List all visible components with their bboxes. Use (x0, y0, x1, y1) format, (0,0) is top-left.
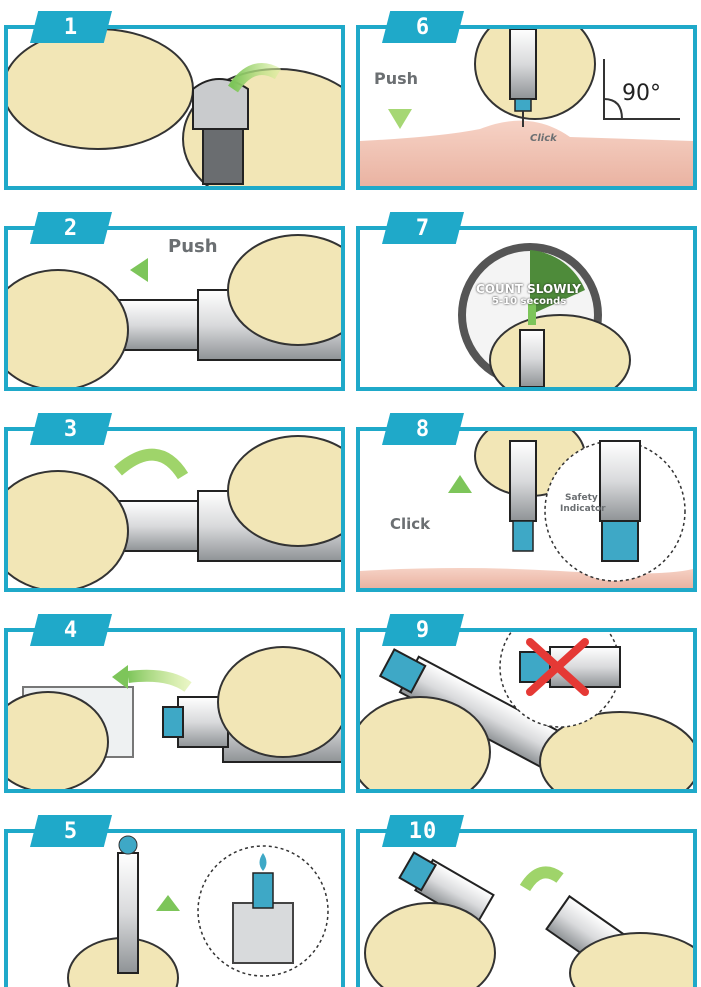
step-panel-3: 3 (4, 413, 345, 592)
step-number-badge: 8 (382, 413, 464, 445)
step-panel-9: 9 (356, 614, 697, 793)
step-number-badge: 6 (382, 11, 464, 43)
step-number-badge: 1 (30, 11, 112, 43)
timer-line-1: COUNT SLOWLY (476, 282, 581, 296)
step-number-badge: 5 (30, 815, 112, 847)
step-panel-10: 10 (356, 815, 697, 987)
angle-label: 90° (622, 81, 661, 106)
push-label: Push (168, 236, 218, 257)
step-panel-7: COUNT SLOWLY 5-10 seconds 7 (356, 212, 697, 391)
step-panel-5: 5 (4, 815, 345, 987)
illustration-remove-cap (8, 29, 341, 186)
step-number-badge: 3 (30, 413, 112, 445)
illustration-push-needle (8, 230, 341, 387)
click-label: Click (530, 133, 557, 144)
illustration-withdraw-needle (360, 431, 693, 588)
step-number-badge: 7 (382, 212, 464, 244)
push-label: Push (374, 69, 419, 88)
step-number-badge: 9 (382, 614, 464, 646)
illustration-twist-needle (8, 431, 341, 588)
step-panel-4: 4 (4, 614, 345, 793)
step-number-badge: 2 (30, 212, 112, 244)
step-panel-2: Push 2 (4, 212, 345, 391)
step-number-badge: 4 (30, 614, 112, 646)
illustration-dispose-needle (360, 833, 693, 987)
illustration-insert-needle (360, 29, 693, 186)
step-panel-1: 1 (4, 11, 345, 190)
illustration-remove-outer-cap (8, 632, 341, 789)
illustration-count-slowly (360, 230, 693, 387)
step-number-badge: 10 (382, 815, 464, 847)
safety-indicator-label-2: Indicator (560, 504, 606, 514)
step-panel-6: Push Click 90° 6 (356, 11, 697, 190)
click-label: Click (390, 515, 431, 533)
timer-line-2: 5-10 seconds (492, 296, 567, 307)
step-panel-8: Click Safety Indicator 8 (356, 413, 697, 592)
illustration-inspect-needle (360, 632, 693, 789)
illustration-prime-pen (8, 833, 341, 987)
safety-indicator-label-1: Safety (565, 493, 598, 503)
